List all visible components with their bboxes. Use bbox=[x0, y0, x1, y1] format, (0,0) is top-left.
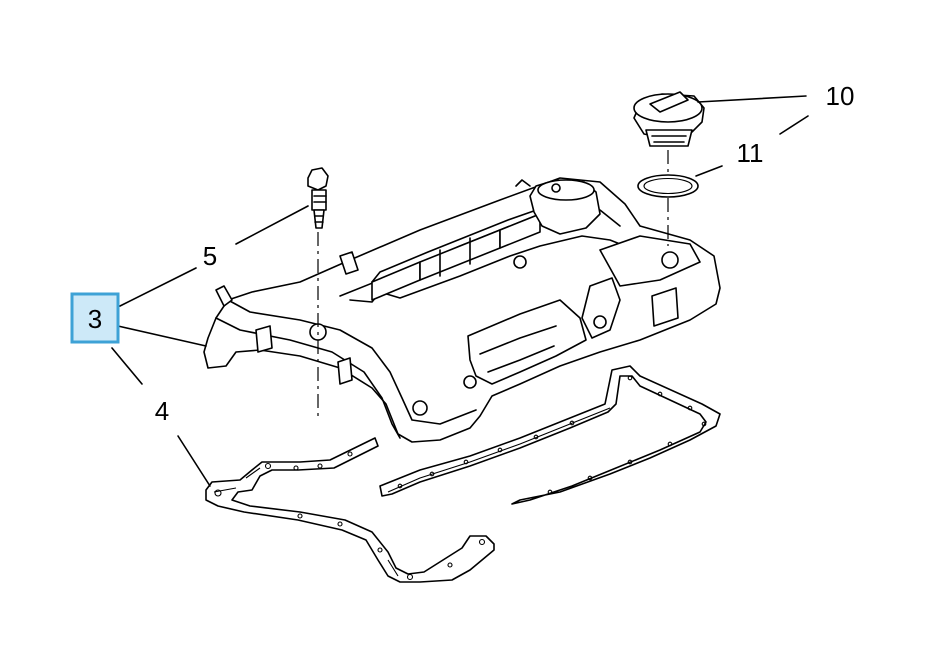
callout-5-label[interactable]: 5 bbox=[203, 241, 217, 271]
callout-3-label: 3 bbox=[88, 304, 102, 334]
callout-3[interactable]: 3 bbox=[70, 292, 120, 344]
gasket-rivets bbox=[397, 375, 707, 495]
bolt bbox=[307, 167, 329, 229]
callout-4-label[interactable]: 4 bbox=[155, 396, 169, 426]
valve-cover-gasket bbox=[205, 365, 721, 583]
leader-lines bbox=[111, 95, 809, 487]
callout-11-label[interactable]: 11 bbox=[737, 138, 764, 168]
gasket-bolt-holes bbox=[214, 451, 486, 581]
valve-cover bbox=[203, 177, 721, 443]
callout-10-label[interactable]: 10 bbox=[826, 81, 855, 111]
oil-filler-cap bbox=[633, 91, 705, 147]
o-ring-seal bbox=[637, 174, 699, 198]
